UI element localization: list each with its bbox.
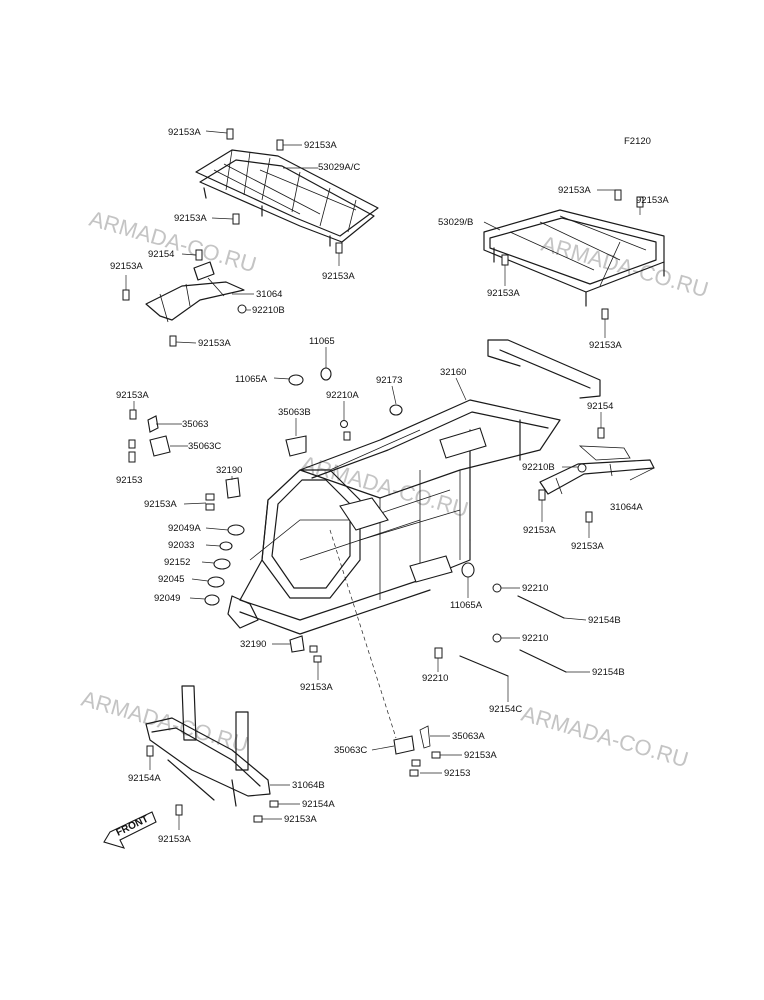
part-label: 92210 [522, 583, 548, 594]
part-label: 92210A [326, 390, 359, 401]
part-label: 92154 [587, 401, 613, 412]
part-label: 11065A [235, 374, 268, 385]
fasteners [122, 128, 644, 823]
part-label: 35063C [188, 441, 221, 452]
part-label: 92153A [144, 499, 177, 510]
part-label: 92154B [588, 615, 621, 626]
part-label: 53029/B [438, 217, 473, 228]
long-bolts [459, 595, 567, 677]
part-label: 92153A [487, 288, 520, 299]
part-label: 92153A [116, 390, 149, 401]
part-label: 92153A [198, 338, 231, 349]
part-labels: 92153A 92153A 53029A/C 92153A 92153A 921… [110, 127, 669, 845]
part-label: 92153A [158, 834, 191, 845]
part-label: 92210 [522, 633, 548, 644]
part-label: 35063C [334, 745, 367, 756]
part-label: 92153 [116, 475, 142, 486]
part-label: 92033 [168, 540, 194, 551]
part-label: 92153A [589, 340, 622, 351]
front-bumper-31064b [145, 685, 271, 807]
figure-code: F2120 [624, 136, 651, 147]
part-label: 32190 [216, 465, 242, 476]
leader-lines [125, 130, 655, 830]
part-label: 35063B [278, 407, 311, 418]
part-label: 35063 [182, 419, 208, 430]
part-label: 92153A [558, 185, 591, 196]
part-label: 92153A [168, 127, 201, 138]
part-label: 35063A [452, 731, 485, 742]
part-label: 92173 [376, 375, 402, 386]
part-label: 92049A [168, 523, 201, 534]
part-label: 92153 [444, 768, 470, 779]
part-label: 31064A [610, 502, 643, 513]
part-label: 92154A [302, 799, 335, 810]
part-label: 32160 [440, 367, 466, 378]
part-label: 92049 [154, 593, 180, 604]
part-label: 92153A [174, 213, 207, 224]
part-label: 92152 [164, 557, 190, 568]
part-label: 92153A [110, 261, 143, 272]
front-direction-arrow: FRONT [103, 811, 157, 849]
part-label: 11065A [450, 600, 483, 611]
part-label: 92154 [148, 249, 174, 260]
part-label: 92210B [252, 305, 285, 316]
part-label: 92153A [636, 195, 669, 206]
part-label: 92154C [489, 704, 522, 715]
front-carrier-53029 [195, 149, 379, 247]
part-label: 92153A [571, 541, 604, 552]
part-label: 92153A [322, 271, 355, 282]
part-label: 31064 [256, 289, 282, 300]
part-label: 31064B [292, 780, 325, 791]
part-label: 53029A/C [318, 162, 360, 173]
part-label: 92154B [592, 667, 625, 678]
watermark-text: ARMADA-CO.RU [519, 701, 692, 773]
part-label: 92153A [304, 140, 337, 151]
bracket-31064a [539, 445, 655, 495]
front-label: FRONT [114, 814, 150, 839]
part-label: 92153A [464, 750, 497, 761]
part-label: 92153A [523, 525, 556, 536]
part-label: 32190 [240, 639, 266, 650]
part-label: 92210 [422, 673, 448, 684]
part-label: 11065 [309, 336, 335, 347]
part-label: 92045 [158, 574, 184, 585]
part-label: 92210B [522, 462, 555, 473]
rear-carrier-53029b [483, 209, 665, 307]
part-label: 92153A [300, 682, 333, 693]
part-label: 92154A [128, 773, 161, 784]
main-frame-32160 [227, 339, 601, 635]
bracket-31064 [145, 261, 245, 323]
part-label: 92153A [284, 814, 317, 825]
